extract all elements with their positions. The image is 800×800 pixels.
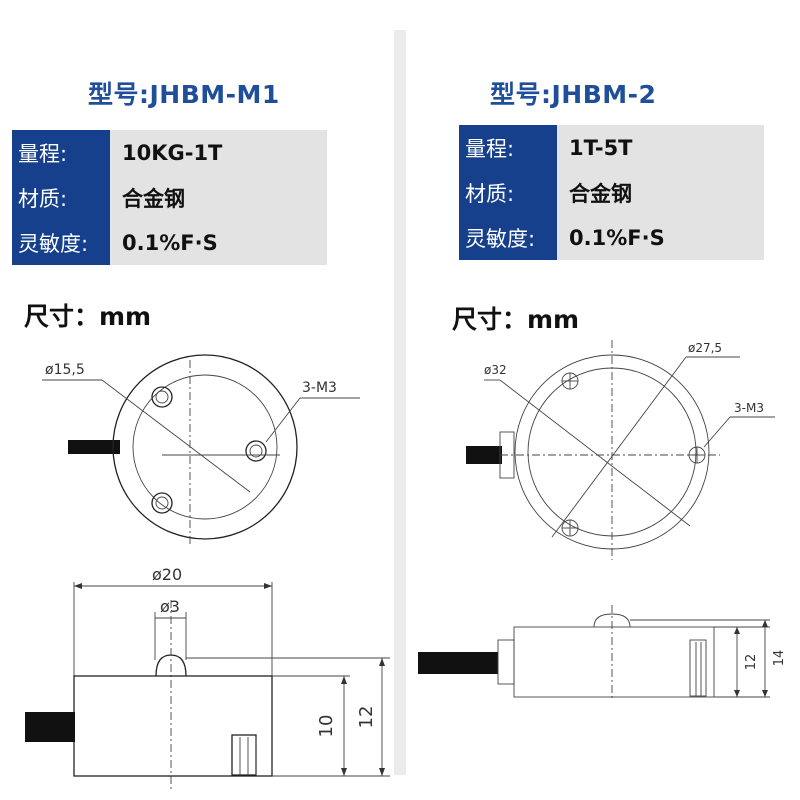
spec-label: 材质:: [459, 170, 557, 215]
right-model-title: 型号:JHBM-2: [490, 80, 657, 109]
spec-label: 灵敏度:: [459, 215, 557, 260]
left-diameter-leader: [101, 379, 251, 493]
left-body-diameter-label: ø20: [152, 565, 182, 584]
right-cable: [466, 446, 502, 464]
right-load-boss: [593, 613, 631, 628]
spec-row: 灵敏度: 0.1%F·S: [459, 215, 764, 260]
right-side-gland: [497, 639, 515, 685]
right-holes-label: 3-M3: [734, 401, 764, 415]
right-spec-table: 量程: 1T-5T 材质: 合金钢 灵敏度: 0.1%F·S: [459, 125, 764, 260]
spec-value: 0.1%F·S: [110, 220, 327, 265]
spec-value: 0.1%F·S: [557, 215, 764, 260]
spec-row: 材质: 合金钢: [12, 175, 327, 220]
right-screw-hole: [689, 639, 707, 697]
left-side-view: ø20 ø3 10 12: [25, 565, 390, 790]
spec-value: 1T-5T: [557, 125, 764, 170]
spec-label: 材质:: [12, 175, 110, 220]
right-inner-diameter-label: ø27,5: [688, 341, 722, 355]
right-outer-diameter-label: ø32: [484, 363, 507, 377]
right-mount-hole: [561, 519, 579, 537]
left-side-cable: [25, 712, 75, 742]
left-holes-label: 3-M3: [302, 380, 337, 396]
spec-value: 合金钢: [110, 175, 327, 220]
left-model-title: 型号:JHBM-M1: [88, 80, 280, 109]
spec-row: 量程: 10KG-1T: [12, 130, 327, 175]
left-cable: [68, 440, 120, 454]
spec-value: 合金钢: [557, 170, 764, 215]
spec-label: 灵敏度:: [12, 220, 110, 265]
spec-label: 量程:: [459, 125, 557, 170]
spec-value: 10KG-1T: [110, 130, 327, 175]
right-height-12-label: 12: [744, 654, 759, 671]
left-bolt-circle: [132, 374, 278, 520]
right-height-14-label: 14: [772, 650, 787, 667]
center-divider: [394, 30, 406, 775]
left-mount-hole: [151, 386, 173, 408]
right-inner-diameter-leader: [551, 356, 687, 538]
right-outer-diameter-leader: [499, 379, 691, 527]
spec-row: 灵敏度: 0.1%F·S: [12, 220, 327, 265]
left-height-12-label: 12: [356, 706, 377, 729]
right-mount-hole: [561, 372, 579, 390]
right-size-label: 尺寸：mm: [452, 305, 580, 334]
left-mount-hole: [151, 492, 173, 514]
right-side-view: 12 14: [418, 605, 787, 700]
left-mount-hole: [245, 440, 267, 462]
spec-row: 量程: 1T-5T: [459, 125, 764, 170]
left-outer-circle: [112, 354, 298, 540]
left-boss-diameter-label: ø3: [160, 597, 180, 616]
left-size-label: 尺寸：mm: [24, 302, 152, 331]
left-top-view: ø15,5 3-M3: [42, 354, 360, 545]
spec-label: 量程:: [12, 130, 110, 175]
left-top-diameter-label: ø15,5: [45, 362, 85, 378]
spec-row: 材质: 合金钢: [459, 170, 764, 215]
right-sensor-body: [513, 626, 715, 698]
left-sensor-body: [73, 675, 273, 777]
left-height-10-label: 10: [316, 715, 337, 738]
left-spec-table: 量程: 10KG-1T 材质: 合金钢 灵敏度: 0.1%F·S: [12, 130, 327, 265]
left-screw-hole: [231, 734, 257, 776]
right-top-view: ø32 ø27,5 3-M3: [466, 340, 775, 560]
right-side-cable: [418, 652, 498, 674]
